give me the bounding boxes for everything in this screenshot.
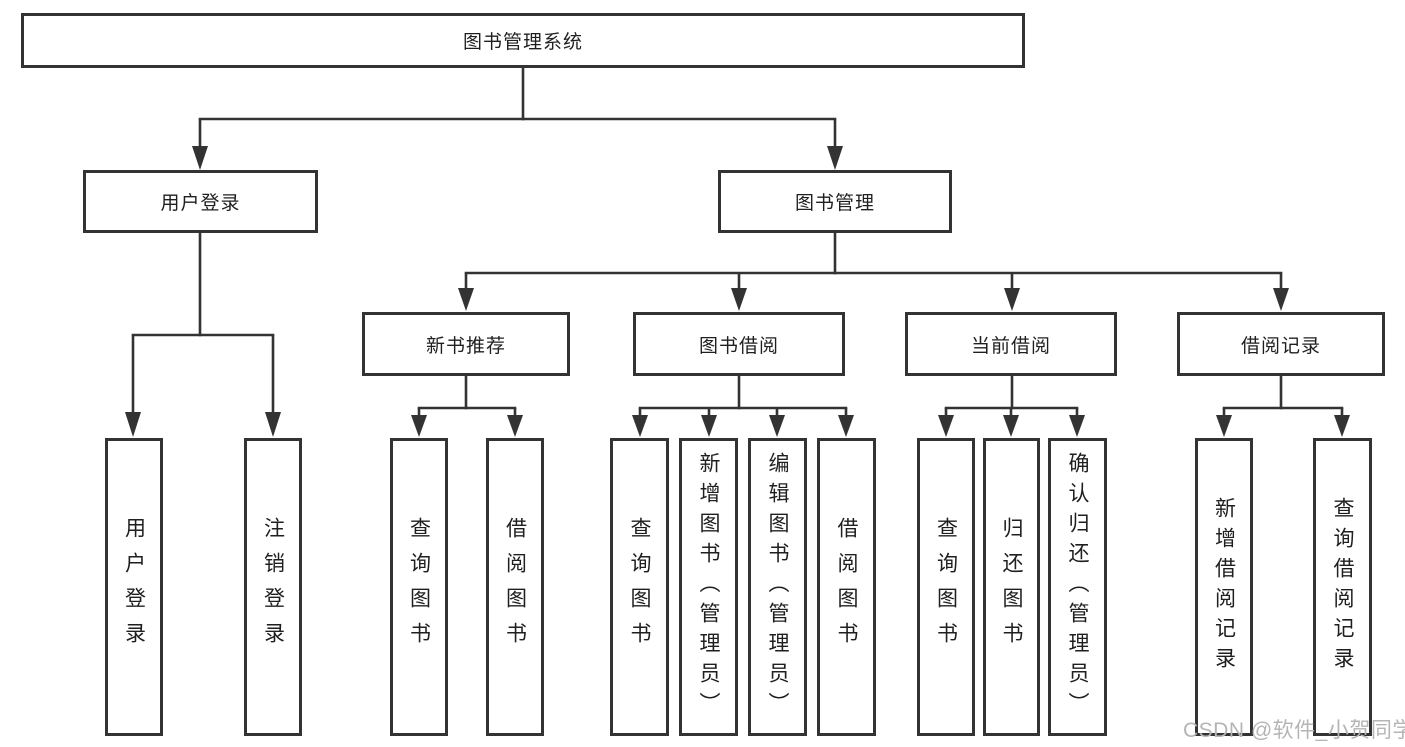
leaf-borrow-books-recommend: 借阅图书 <box>486 438 544 736</box>
node-label: 用户登录 <box>160 193 241 214</box>
node-label: 查询借阅记录 <box>1331 497 1354 677</box>
node-label: 确认归还（管理员） <box>1066 452 1089 722</box>
node-book-management: 图书管理 <box>718 170 952 233</box>
leaf-return-books: 归还图书 <box>983 438 1040 736</box>
leaf-user-login: 用户登录 <box>105 438 163 736</box>
node-label: 注销登录 <box>261 517 285 657</box>
node-label: 新增借阅记录 <box>1212 497 1236 677</box>
leaf-borrow-books: 借阅图书 <box>817 438 876 736</box>
leaf-logout: 注销登录 <box>244 438 302 736</box>
node-current-borrow: 当前借阅 <box>905 312 1117 376</box>
node-label: 归还图书 <box>1000 517 1023 657</box>
node-label: 借阅图书 <box>503 517 527 657</box>
node-label: 图书管理系统 <box>462 32 583 53</box>
node-label: 编辑图书（管理员） <box>766 452 789 722</box>
node-user-login: 用户登录 <box>83 170 318 233</box>
node-label: 当前借阅 <box>970 335 1051 357</box>
leaf-add-books-admin: 新增图书（管理员） <box>679 438 738 736</box>
node-root-library-system: 图书管理系统 <box>21 13 1025 68</box>
arrowhead-group <box>125 146 1350 437</box>
leaf-edit-books-admin: 编辑图书（管理员） <box>748 438 807 736</box>
leaf-confirm-return-admin: 确认归还（管理员） <box>1048 438 1107 736</box>
node-label: 查询图书 <box>934 517 958 657</box>
node-label: 用户登录 <box>122 517 146 657</box>
leaf-query-books-borrow: 查询图书 <box>610 438 669 736</box>
leaf-query-borrow-record: 查询借阅记录 <box>1313 438 1372 736</box>
leaf-query-books-current: 查询图书 <box>917 438 975 736</box>
node-book-borrow: 图书借阅 <box>633 312 845 376</box>
node-label: 新书推荐 <box>425 335 506 357</box>
node-label: 借阅记录 <box>1240 335 1321 357</box>
node-label: 新增图书（管理员） <box>697 452 720 722</box>
leaf-add-borrow-record: 新增借阅记录 <box>1195 438 1253 736</box>
node-label: 查询图书 <box>407 517 431 657</box>
node-label: 查询图书 <box>628 517 651 657</box>
node-label: 借阅图书 <box>835 517 858 657</box>
node-new-book-recommend: 新书推荐 <box>362 312 570 376</box>
node-label: 图书管理 <box>794 193 875 214</box>
node-label: 图书借阅 <box>698 335 779 357</box>
node-borrow-records: 借阅记录 <box>1177 312 1385 376</box>
csdn-watermark: CSDN @软件_小贺同学 <box>1183 719 1405 742</box>
leaf-query-books-recommend: 查询图书 <box>390 438 448 736</box>
